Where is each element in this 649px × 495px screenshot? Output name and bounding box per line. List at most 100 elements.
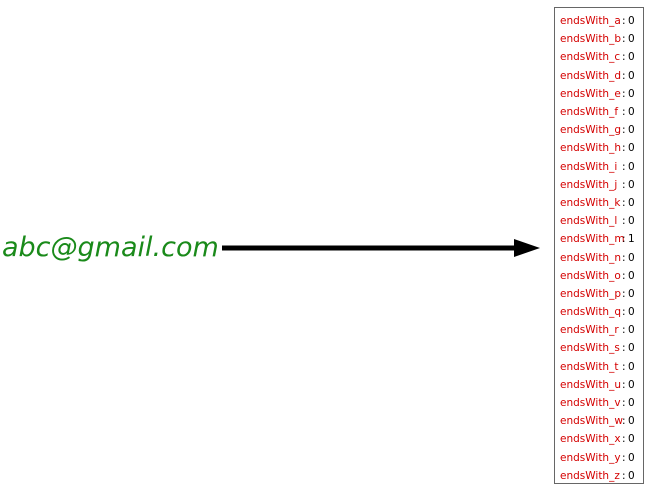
feature-row: endsWith_e:0 xyxy=(555,85,643,103)
feature-row: endsWith_k:0 xyxy=(555,194,643,212)
feature-value: 0 xyxy=(628,69,635,82)
feature-value: 0 xyxy=(628,160,635,173)
mapping-arrow xyxy=(222,239,540,257)
feature-name: endsWith_o xyxy=(560,269,621,282)
feature-row: endsWith_j:0 xyxy=(555,176,643,194)
feature-value: 0 xyxy=(628,15,635,28)
feature-value: 0 xyxy=(628,215,635,228)
feature-value: 0 xyxy=(628,451,635,464)
feature-row: endsWith_l:0 xyxy=(555,212,643,230)
feature-separator: : xyxy=(622,360,626,373)
feature-separator: : xyxy=(622,433,626,446)
feature-separator: : xyxy=(622,342,626,355)
feature-row: endsWith_f:0 xyxy=(555,103,643,121)
feature-name: endsWith_e xyxy=(560,87,621,100)
feature-value: 1 xyxy=(628,233,635,246)
feature-value: 0 xyxy=(628,324,635,337)
feature-name: endsWith_b xyxy=(560,33,622,46)
feature-row: endsWith_g:0 xyxy=(555,121,643,139)
feature-value: 0 xyxy=(628,124,635,137)
feature-value: 0 xyxy=(628,306,635,319)
feature-row: endsWith_z:0 xyxy=(555,467,643,485)
feature-name: endsWith_a xyxy=(560,15,621,28)
feature-separator: : xyxy=(622,69,626,82)
feature-name: endsWith_c xyxy=(560,51,621,64)
feature-separator: : xyxy=(622,178,626,191)
feature-value: 0 xyxy=(628,51,635,64)
feature-name: endsWith_n xyxy=(560,251,621,264)
feature-separator: : xyxy=(622,469,626,482)
feature-separator: : xyxy=(622,306,626,319)
feature-separator: : xyxy=(622,87,626,100)
feature-separator: : xyxy=(622,160,626,173)
feature-name: endsWith_m xyxy=(560,233,625,246)
feature-row: endsWith_v:0 xyxy=(555,394,643,412)
feature-row: endsWith_y:0 xyxy=(555,449,643,467)
feature-name: endsWith_p xyxy=(560,287,622,300)
feature-value: 0 xyxy=(628,87,635,100)
feature-separator: : xyxy=(622,33,626,46)
feature-separator: : xyxy=(622,397,626,410)
feature-name: endsWith_s xyxy=(560,342,620,355)
feature-separator: : xyxy=(622,287,626,300)
feature-name: endsWith_v xyxy=(560,397,621,410)
feature-row: endsWith_n:0 xyxy=(555,248,643,266)
feature-separator: : xyxy=(622,324,626,337)
feature-row: endsWith_b:0 xyxy=(555,30,643,48)
feature-row: endsWith_o:0 xyxy=(555,267,643,285)
feature-row: endsWith_s:0 xyxy=(555,339,643,357)
feature-row: endsWith_c:0 xyxy=(555,48,643,66)
input-email-text: abc@gmail.com xyxy=(2,232,219,263)
feature-name: endsWith_u xyxy=(560,378,621,391)
feature-row: endsWith_q:0 xyxy=(555,303,643,321)
feature-name: endsWith_w xyxy=(560,415,623,428)
feature-separator: : xyxy=(622,451,626,464)
feature-row: endsWith_i:0 xyxy=(555,158,643,176)
feature-value: 0 xyxy=(628,469,635,482)
feature-name: endsWith_r xyxy=(560,324,619,337)
feature-separator: : xyxy=(622,51,626,64)
feature-separator: : xyxy=(622,196,626,209)
feature-value: 0 xyxy=(628,269,635,282)
feature-separator: : xyxy=(622,106,626,119)
feature-name: endsWith_i xyxy=(560,160,618,173)
feature-name: endsWith_x xyxy=(560,433,621,446)
feature-value: 0 xyxy=(628,378,635,391)
feature-value: 0 xyxy=(628,287,635,300)
feature-row: endsWith_p:0 xyxy=(555,285,643,303)
feature-value: 0 xyxy=(628,142,635,155)
feature-value: 0 xyxy=(628,342,635,355)
feature-name: endsWith_h xyxy=(560,142,621,155)
feature-name: endsWith_y xyxy=(560,451,621,464)
feature-name: endsWith_k xyxy=(560,196,621,209)
feature-value: 0 xyxy=(628,33,635,46)
feature-value: 0 xyxy=(628,397,635,410)
feature-separator: : xyxy=(622,378,626,391)
feature-value: 0 xyxy=(628,178,635,191)
feature-name: endsWith_l xyxy=(560,215,618,228)
feature-value: 0 xyxy=(628,251,635,264)
feature-name: endsWith_f xyxy=(560,106,619,119)
feature-row: endsWith_r:0 xyxy=(555,321,643,339)
feature-row: endsWith_u:0 xyxy=(555,376,643,394)
feature-separator: : xyxy=(622,233,626,246)
feature-separator: : xyxy=(622,215,626,228)
feature-separator: : xyxy=(622,269,626,282)
feature-value: 0 xyxy=(628,196,635,209)
arrow-head xyxy=(514,239,540,257)
feature-row: endsWith_t:0 xyxy=(555,358,643,376)
feature-name: endsWith_d xyxy=(560,69,622,82)
feature-separator: : xyxy=(622,251,626,264)
feature-name: endsWith_z xyxy=(560,469,620,482)
feature-row: endsWith_x:0 xyxy=(555,430,643,448)
feature-name: endsWith_q xyxy=(560,306,622,319)
feature-separator: : xyxy=(622,124,626,137)
feature-separator: : xyxy=(622,15,626,28)
feature-value: 0 xyxy=(628,360,635,373)
feature-name: endsWith_j xyxy=(560,178,618,191)
feature-value: 0 xyxy=(628,106,635,119)
feature-separator: : xyxy=(622,142,626,155)
feature-name: endsWith_g xyxy=(560,124,622,137)
feature-row: endsWith_w:0 xyxy=(555,412,643,430)
